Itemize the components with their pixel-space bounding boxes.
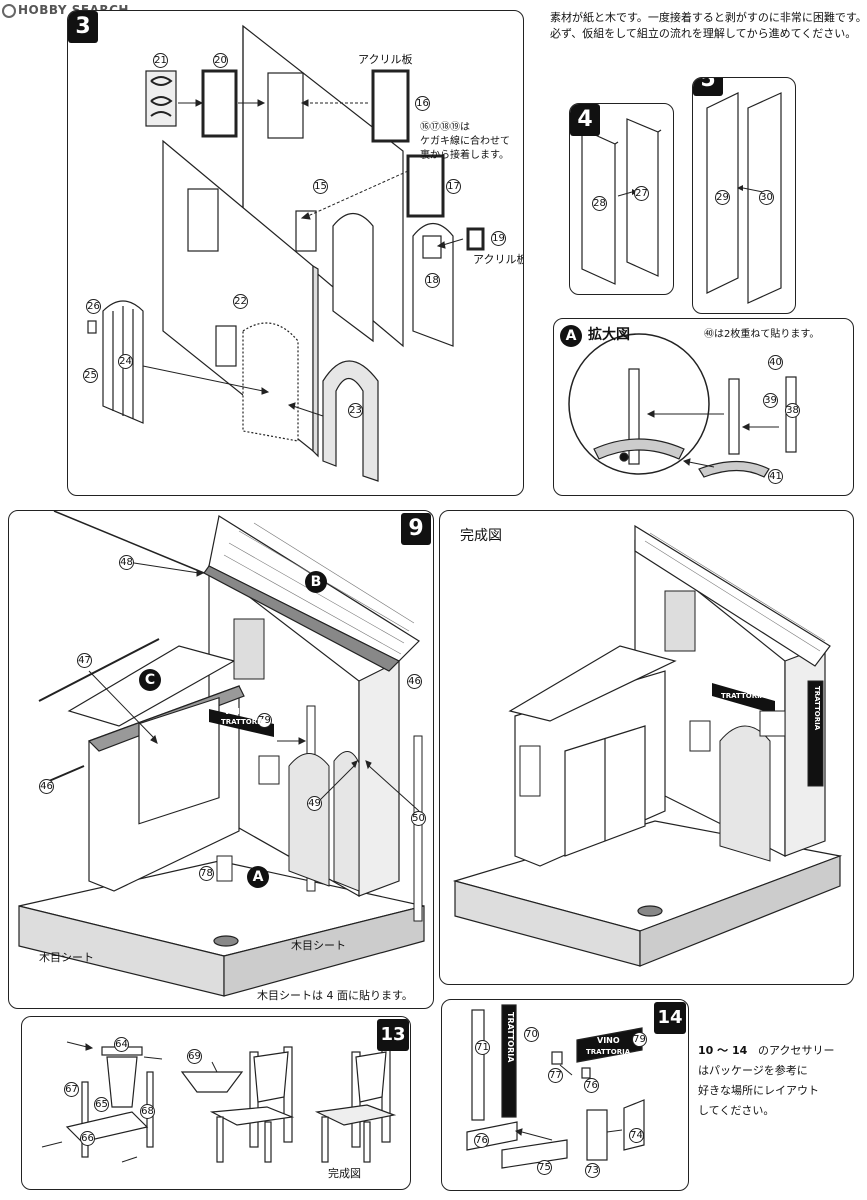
step14-panel: 14 70 71 79 77 76 76 74 75 73 TRATTORIA … (441, 999, 689, 1191)
watermark-logo-icon (2, 3, 16, 18)
part-78: 78 (199, 866, 214, 881)
step3-illustration (87, 24, 485, 482)
step9-illustration (18, 511, 425, 997)
part-46-right: 46 (407, 674, 422, 689)
part-25: 25 (83, 368, 98, 383)
part-47: 47 (77, 653, 92, 668)
step5-panel: 5 29 30 (692, 77, 796, 314)
step13-complete-label: 完成図 (328, 1167, 361, 1180)
detail-a-marker: A (247, 866, 269, 888)
step5-number: 5 (693, 78, 723, 96)
part-41: 41 (768, 469, 783, 484)
step9-sign-vino: VINO (224, 707, 247, 716)
complete-sign-vino: VINO (728, 680, 751, 689)
step9-panel: 9 B C A 48 47 46 46 79 49 50 78 VINO TRA… (8, 510, 434, 1009)
part-16: 16 (415, 96, 430, 111)
part-76-top: 76 (584, 1078, 599, 1093)
step4-panel: 4 28 27 (569, 103, 674, 295)
part-38: 38 (785, 403, 800, 418)
part-40: 40 (768, 355, 783, 370)
roof-c-badge: C (139, 669, 161, 691)
accessory-note-line1: のアクセサリー (758, 1044, 835, 1057)
step9-sign-trattoria: TRATTORIA (221, 718, 266, 726)
step4-number: 4 (570, 104, 600, 136)
part-69: 69 (187, 1049, 202, 1064)
step9-number: 9 (401, 513, 431, 545)
part-66: 66 (80, 1131, 95, 1146)
part-26: 26 (86, 299, 101, 314)
complete-panel: 完成図 VINO TRATTORIA TRATTORIA (439, 510, 854, 985)
part-28: 28 (592, 196, 607, 211)
complete-illustration (452, 524, 843, 967)
part-76-bottom: 76 (474, 1133, 489, 1148)
step3-number: 3 (68, 11, 98, 43)
part-64: 64 (114, 1037, 129, 1052)
part-18: 18 (425, 273, 440, 288)
step3-acryl-top-label: アクリル板 (358, 53, 413, 66)
step13-illustration (41, 1041, 397, 1163)
accessory-note-line2: はパッケージを参考に (698, 1064, 808, 1077)
detail-a-title: 拡大図 (588, 327, 630, 343)
part-71: 71 (475, 1040, 490, 1055)
wood-sheet-note: 木目シートは 4 面に貼ります。 (257, 989, 413, 1002)
part-46-left: 46 (39, 779, 54, 794)
step3-note-nums: ⑯⑰⑱⑲は (420, 122, 470, 133)
detail-a-illustration (568, 333, 797, 478)
complete-title: 完成図 (460, 528, 502, 544)
wood-sheet-right-label: 木目シート (291, 939, 346, 952)
part-49: 49 (307, 796, 322, 811)
part-73: 73 (585, 1163, 600, 1178)
part-79: 79 (632, 1032, 647, 1047)
step3-note-line2: ケガキ線に合わせて (420, 136, 510, 147)
part-27: 27 (634, 186, 649, 201)
header-note-line2: 必ず、仮組をして組立の流れを理解してから進めてください。 (550, 27, 857, 40)
step14-sign-trattoria: TRATTORIA (586, 1048, 631, 1056)
step3-panel: 3 21 20 アクリル板 16 ⑯⑰⑱⑲は ケガキ線に合わせて 裏から接着しま… (67, 10, 524, 496)
part-17: 17 (446, 179, 461, 194)
part-15: 15 (313, 179, 328, 194)
accessory-note-range: 10 〜 14 (698, 1044, 748, 1057)
part-19: 19 (491, 231, 506, 246)
step13-panel: 13 64 69 67 65 68 66 完成図 (21, 1016, 411, 1190)
step13-number: 13 (377, 1019, 409, 1051)
complete-sign-trattoria: TRATTORIA (721, 692, 766, 700)
part-29: 29 (715, 190, 730, 205)
part-70: 70 (524, 1027, 539, 1042)
step14-sign-vino: VINO (597, 1036, 620, 1045)
part-79: 79 (257, 713, 272, 728)
part-74: 74 (629, 1128, 644, 1143)
step3-acryl-bottom-label: アクリル板 (473, 253, 524, 266)
roof-b-badge: B (305, 571, 327, 593)
part-65: 65 (94, 1097, 109, 1112)
part-75: 75 (537, 1160, 552, 1175)
complete-vertical-sign: TRATTORIA (813, 686, 821, 731)
accessory-note-line4: してください。 (698, 1104, 775, 1117)
accessory-note-line3: 好きな場所にレイアウト (698, 1084, 819, 1097)
step14-number: 14 (654, 1002, 686, 1034)
part-77: 77 (548, 1068, 563, 1083)
part-67: 67 (64, 1082, 79, 1097)
step14-illustration (466, 1004, 645, 1169)
header-note-line1: 素材が紙と木です。一度接着すると剥がすのに非常に困難です。 (550, 11, 867, 24)
part-39: 39 (763, 393, 778, 408)
detail-a-badge: A (560, 325, 582, 347)
part-22: 22 (233, 294, 248, 309)
part-24: 24 (118, 354, 133, 369)
step3-note-line3: 裏から接着します。 (420, 150, 509, 161)
part-50: 50 (411, 811, 426, 826)
part-48: 48 (119, 555, 134, 570)
part-23: 23 (348, 403, 363, 418)
step14-vertical-sign: TRATTORIA (506, 1012, 515, 1063)
step5-illustration (706, 92, 782, 304)
part-30: 30 (759, 190, 774, 205)
wood-sheet-left-label: 木目シート (39, 951, 94, 964)
part-21: 21 (153, 53, 168, 68)
detail-a-note: ㊵は2枚重ねて貼ります。 (704, 329, 820, 340)
detail-a-panel: A 拡大図 ㊵は2枚重ねて貼ります。 40 39 38 41 (553, 318, 854, 496)
part-68: 68 (140, 1104, 155, 1119)
part-20: 20 (213, 53, 228, 68)
